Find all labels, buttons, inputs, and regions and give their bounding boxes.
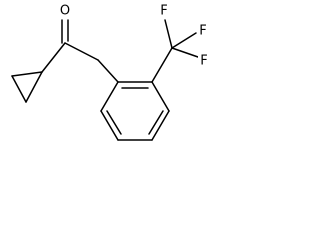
bond-c-f1 [164,19,173,49]
cyclopropyl-bond-3 [25,71,43,103]
benzene-inner-bond-2 [148,110,164,135]
bond-carbonyl-cyclopropyl [41,42,66,73]
benzene-bond-6 [100,81,119,112]
benzene-inner-bond-3 [106,110,122,135]
benzene-bond-2 [151,81,170,112]
bond-methylene-ring [97,59,119,83]
bond-carbonyl-methylene [64,42,99,61]
cyclopropyl-bond-1 [11,71,43,77]
bond-c-f3 [171,47,199,58]
oxygen-atom-label: O [60,4,70,19]
bond-ring-cf3 [151,47,173,83]
fluorine-atom-label-2: F [199,24,206,39]
chemical-structure: O F F F [11,3,211,141]
bond-c-f2 [171,32,197,49]
fluorine-atom-label-1: F [160,4,167,19]
fluorine-atom-label-3: F [200,54,207,69]
benzene-bond-5 [100,110,119,141]
cyclopropyl-bond-2 [11,75,27,103]
benzene-bond-3 [151,110,170,141]
